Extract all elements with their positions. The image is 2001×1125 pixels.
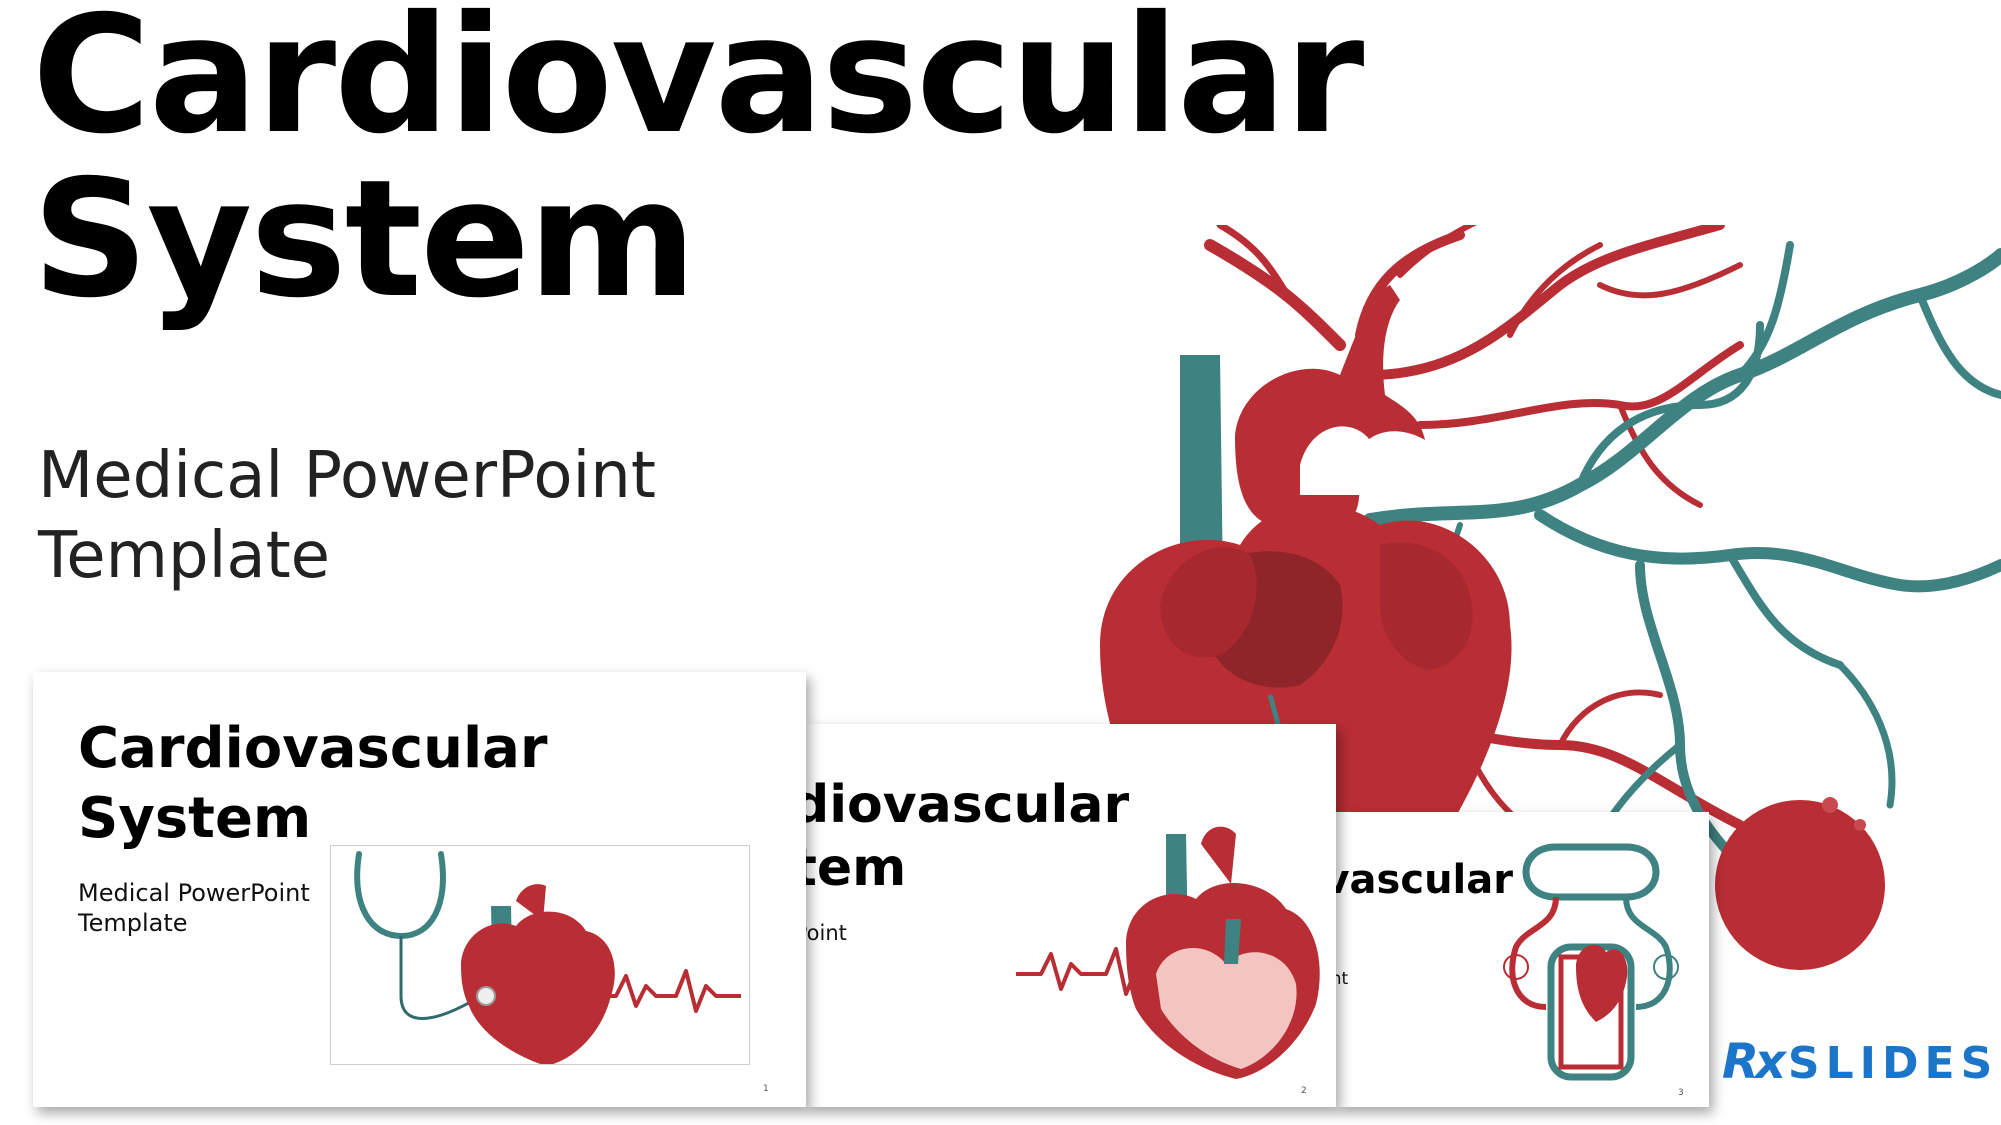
heart-cross-section-icon — [1016, 826, 1320, 1079]
slide-2-title-text: diovascular tem — [806, 775, 1130, 898]
slide-1-image-frame — [330, 845, 750, 1066]
blood-cell — [1715, 800, 1885, 970]
circulation-diagram-icon — [1503, 843, 1679, 1081]
slide-preview-1[interactable]: Cardiovascular System Medical PowerPoint… — [33, 672, 806, 1107]
slide-1-number: 1 — [763, 1084, 769, 1094]
logo-wordmark: SLIDES — [1787, 1038, 1999, 1089]
blood-cell-dot — [1854, 819, 1866, 831]
slide-3-title: ovascular m — [1336, 856, 1513, 952]
slide-1-subtitle: Medical PowerPoint Template — [78, 878, 310, 938]
slide-preview-3[interactable]: ovascular m Point 3 — [1336, 812, 1709, 1107]
main-subtitle: Medical PowerPoint Template — [38, 436, 656, 596]
slide-3-subtitle-text: Point — [1336, 969, 1349, 989]
stethoscope-heart-icon — [354, 851, 741, 1066]
main-title: Cardiovascular System — [32, 0, 1364, 322]
slide-3-number: 3 — [1678, 1088, 1684, 1098]
slide-2-title: diovascular tem — [806, 774, 1129, 900]
slide-1-title: Cardiovascular System — [78, 714, 548, 854]
slide-1-subtitle-text: Medical PowerPoint Template — [78, 879, 310, 937]
logo-rx-mark: Rx — [1722, 1034, 1786, 1090]
slide-2-subtitle-text: werPoint — [806, 921, 847, 945]
slide-2-number: 2 — [1301, 1086, 1307, 1096]
slide-2-subtitle: werPoint — [806, 919, 847, 947]
main-subtitle-text: Medical PowerPoint Template — [38, 439, 656, 593]
slide-3-title-text: ovascular m — [1336, 857, 1513, 951]
slide-preview-2[interactable]: diovascular tem werPoint 2 — [806, 724, 1336, 1107]
slide-1-title-text: Cardiovascular System — [78, 716, 548, 851]
blood-cell-dot — [1822, 797, 1838, 813]
main-title-text: Cardiovascular System — [32, 0, 1364, 334]
slide-3-subtitle: Point — [1336, 968, 1348, 990]
